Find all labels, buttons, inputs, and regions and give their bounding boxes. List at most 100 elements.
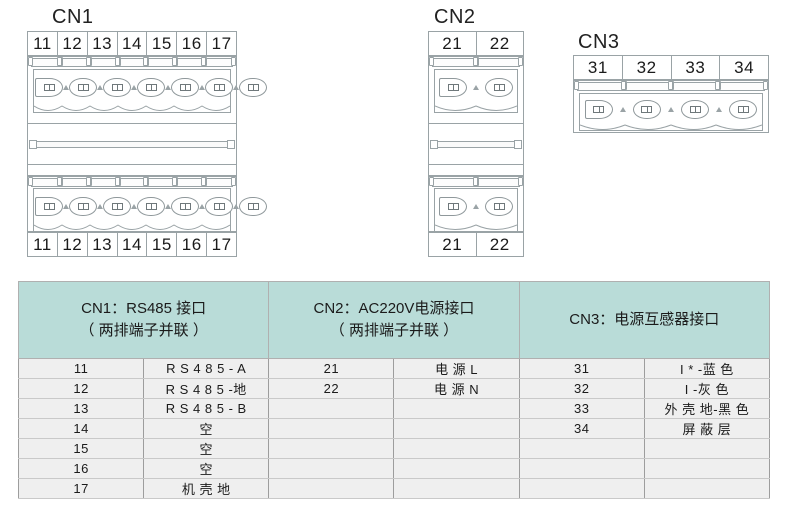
screw-slot-icon bbox=[145, 202, 157, 210]
cell-cn2-pin bbox=[268, 398, 395, 419]
cell-cn1-value: 机 壳 地 bbox=[143, 478, 270, 499]
cn3-collar bbox=[668, 81, 721, 91]
header-cn2-line2: （ 两排端子并联 ） bbox=[329, 322, 459, 339]
cn2-bottom-collar bbox=[429, 177, 479, 187]
cn1-label: CN1 bbox=[52, 6, 94, 28]
cn1-top-collar bbox=[28, 57, 63, 67]
cn1-bottom-marker-triangle-icon bbox=[233, 203, 239, 209]
cn1-top-marker-triangle-icon bbox=[97, 84, 103, 90]
screw-slot-icon bbox=[447, 202, 459, 210]
cell-cn2-pin bbox=[268, 438, 395, 459]
cn2-shoulder bbox=[428, 164, 524, 176]
cell-cn2-value bbox=[393, 478, 520, 499]
cn3-marker-triangle-icon bbox=[667, 106, 674, 112]
cn1-top-screw-terminal bbox=[103, 77, 131, 97]
cell-cn1-pin: 11 bbox=[17, 358, 145, 379]
cn1-top-screw-terminal bbox=[205, 77, 233, 97]
cell-cn2-value bbox=[393, 458, 520, 479]
cn2-screw-row-top bbox=[436, 76, 516, 98]
cn1-top-collar bbox=[172, 57, 208, 67]
cn1-bottom-marker-triangle-icon bbox=[63, 203, 69, 209]
cn3-label: CN3 bbox=[578, 31, 620, 53]
cn3-collar bbox=[621, 81, 674, 91]
cn3-scallop bbox=[580, 124, 762, 130]
header-cn3: CN3：电源互感器接口 bbox=[518, 281, 771, 359]
cell-cn1-value: R S 4 8 5 - B bbox=[143, 398, 270, 419]
table-header-row: CN1：RS485 接口 （ 两排端子并联 ） CN2：AC220V电源接口 （… bbox=[17, 281, 771, 359]
cn2-clamp-bar-top bbox=[429, 57, 523, 67]
cell-cn2-pin bbox=[268, 458, 395, 479]
cn1-top-collar bbox=[201, 57, 236, 67]
cn1-top-pin-11: 11 bbox=[28, 32, 58, 55]
screw-slot-icon bbox=[213, 202, 225, 210]
terminal-spec-table: CN1：RS485 接口 （ 两排端子并联 ） CN2：AC220V电源接口 （… bbox=[17, 281, 771, 499]
cn1-bottom-pin-15: 15 bbox=[147, 233, 178, 256]
screw-slot-icon bbox=[145, 83, 157, 91]
cn3-screw-terminal bbox=[729, 99, 758, 119]
cn2-top-pin-22: 22 bbox=[489, 33, 510, 53]
cell-cn2-pin: 22 bbox=[268, 378, 395, 399]
cell-cn3-pin bbox=[518, 478, 645, 499]
screw-slot-icon bbox=[447, 83, 459, 91]
cn1-bottom-marker-triangle-icon bbox=[199, 203, 205, 209]
cell-cn3-value: I * -蓝 色 bbox=[643, 358, 771, 379]
screw-slot-icon bbox=[213, 83, 225, 91]
screw-slot-icon bbox=[247, 83, 259, 91]
cn1-top-marker-triangle-icon bbox=[131, 84, 137, 90]
cell-cn1-pin: 12 bbox=[17, 378, 145, 399]
cn1-top-collar bbox=[114, 57, 150, 67]
cell-cn3-pin bbox=[518, 438, 645, 459]
cn1-clamp-bar-top bbox=[28, 57, 236, 67]
cn1-top-pin-13: 13 bbox=[88, 32, 118, 55]
cn1-scallop-top bbox=[34, 105, 230, 111]
cn2-mid-rail bbox=[430, 140, 522, 149]
header-cn2-line1: CN2：AC220V电源接口 bbox=[313, 299, 475, 317]
cell-cn3-pin bbox=[518, 458, 645, 479]
screw-slot-icon bbox=[247, 202, 259, 210]
cn1-bottom-collar bbox=[143, 177, 179, 187]
cn3-collar bbox=[715, 81, 768, 91]
cn1-top-screw-terminal bbox=[35, 77, 63, 97]
screw-slot-icon bbox=[641, 105, 653, 113]
screw-slot-icon bbox=[111, 83, 123, 91]
cn1-bottom-screw-terminal bbox=[171, 196, 199, 216]
cn2-top-collar bbox=[429, 57, 479, 67]
screw-slot-icon bbox=[179, 202, 191, 210]
cn1-top-screw-terminal bbox=[171, 77, 199, 97]
cn1-bottom-screw-terminal bbox=[103, 196, 131, 216]
cell-cn1-pin: 17 bbox=[17, 478, 145, 499]
cell-cn3-value bbox=[643, 458, 771, 479]
cn2-top-pin-21: 21 bbox=[429, 32, 477, 55]
header-cn1-line1: CN1：RS485 接口 bbox=[81, 299, 207, 317]
cell-cn1-value: R S 4 8 5 - A bbox=[143, 358, 270, 379]
cell-cn2-pin bbox=[268, 478, 395, 499]
cn3-screw-terminal bbox=[632, 99, 661, 119]
screw-slot-icon bbox=[111, 202, 123, 210]
cn2-screw-row-bottom bbox=[436, 195, 516, 217]
cn1-bottom-marker-triangle-icon bbox=[131, 203, 137, 209]
cn1-mid-frame bbox=[27, 124, 237, 164]
cn1-top-screw-terminal bbox=[137, 77, 165, 97]
cn3-pin-32: 32 bbox=[623, 56, 672, 79]
cn1-bottom-screw-terminal bbox=[69, 196, 97, 216]
cn2-bottom-screw-terminal bbox=[439, 196, 467, 216]
cn2-label: CN2 bbox=[434, 6, 476, 28]
cn3-collar bbox=[574, 81, 627, 91]
cell-cn3-value bbox=[643, 478, 771, 499]
cn1-bottom-screw-terminal bbox=[35, 196, 63, 216]
cell-cn2-value: 电 源 N bbox=[393, 378, 520, 399]
screw-slot-icon bbox=[179, 83, 191, 91]
cn2-mid-frame bbox=[428, 124, 524, 164]
screw-slot-icon bbox=[43, 83, 55, 91]
cn1-bottom-screw-terminal bbox=[137, 196, 165, 216]
